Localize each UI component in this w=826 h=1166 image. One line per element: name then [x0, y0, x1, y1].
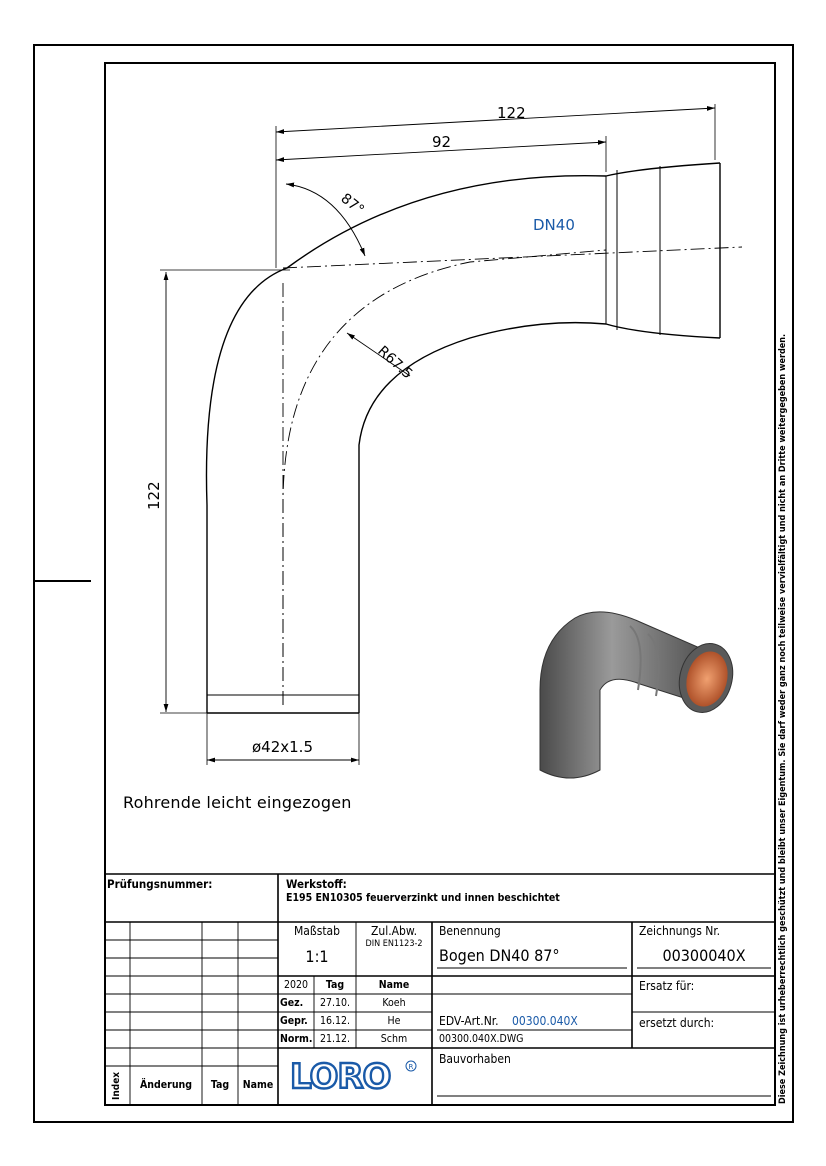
- row-name: Koeh: [382, 997, 406, 1009]
- svg-text:LORO: LORO: [290, 1057, 391, 1096]
- aenderung-header: Änderung: [139, 1079, 193, 1091]
- werkstoff-label: Werkstoff:: [286, 877, 347, 891]
- ersetzt-durch-label: ersetzt durch:: [639, 1016, 715, 1030]
- pruefungsnummer-label: Prüfungsnummer:: [107, 877, 213, 891]
- row-name: He: [387, 1015, 401, 1027]
- row-tag: 27.10.: [319, 997, 351, 1009]
- pipe-outer-wall: [205, 162, 721, 713]
- zeichnungsnr-value: 00300040X: [662, 946, 746, 965]
- year: 2020: [283, 979, 309, 991]
- zulabw-label: Zul.Abw.: [370, 924, 418, 938]
- dim-total-width: [275, 106, 716, 134]
- row-tag: 16.12.: [319, 1015, 351, 1027]
- dwg-filename: 00300.040X.DWG: [439, 1033, 524, 1045]
- benennung-label: Benennung: [439, 924, 501, 938]
- dim-radius: [346, 332, 411, 377]
- row-name: Schm: [380, 1033, 408, 1045]
- pipe-3d-image: [539, 611, 734, 779]
- benennung-value: Bogen DN40 87°: [439, 946, 560, 965]
- tag-header: Tag: [325, 979, 345, 991]
- dim-bend-width: [275, 140, 607, 162]
- drawing-note: Rohrende leicht eingezogen: [123, 793, 352, 812]
- nominal-size-label: DN40: [533, 216, 575, 234]
- zulabw-value: DIN EN1123-2: [365, 939, 423, 949]
- dim-total-width-label: 122: [497, 104, 526, 122]
- row-tag: 21.12.: [319, 1033, 351, 1045]
- index-header: Index: [111, 1071, 122, 1100]
- svg-text:R: R: [409, 1063, 414, 1071]
- zeichnungsnr-label: Zeichnungs Nr.: [639, 924, 721, 938]
- dim-diameter-label: ø42x1.5: [252, 738, 313, 756]
- row-role: Gepr.: [280, 1015, 308, 1027]
- bauvorhaben-label: Bauvorhaben: [439, 1052, 511, 1066]
- rev-name-header: Name: [242, 1079, 274, 1091]
- pipe-inner-wall: [358, 321, 721, 713]
- werkstoff-value: E195 EN10305 feuerverzinkt und innen bes…: [286, 892, 560, 904]
- row-role: Norm.: [280, 1033, 313, 1045]
- dim-height-label: 122: [145, 481, 163, 510]
- dim-bend-width-label: 92: [432, 133, 451, 151]
- edv-value: 00300.040X: [512, 1014, 578, 1028]
- ersatz-fuer-label: Ersatz für:: [639, 979, 695, 993]
- row-role: Gez.: [280, 997, 304, 1009]
- dim-angle: [285, 182, 366, 257]
- massstab-label: Maßstab: [293, 924, 341, 938]
- outer-frame: [33, 44, 794, 1123]
- name-header: Name: [378, 979, 410, 991]
- edv-label: EDV-Art.Nr.: [439, 1014, 499, 1028]
- drawing-frame: [104, 62, 776, 1106]
- rev-tag-header: Tag: [210, 1079, 230, 1091]
- fold-mark: [33, 580, 91, 582]
- loro-logo: LORO R: [288, 1056, 418, 1098]
- massstab-value: 1:1: [305, 947, 329, 966]
